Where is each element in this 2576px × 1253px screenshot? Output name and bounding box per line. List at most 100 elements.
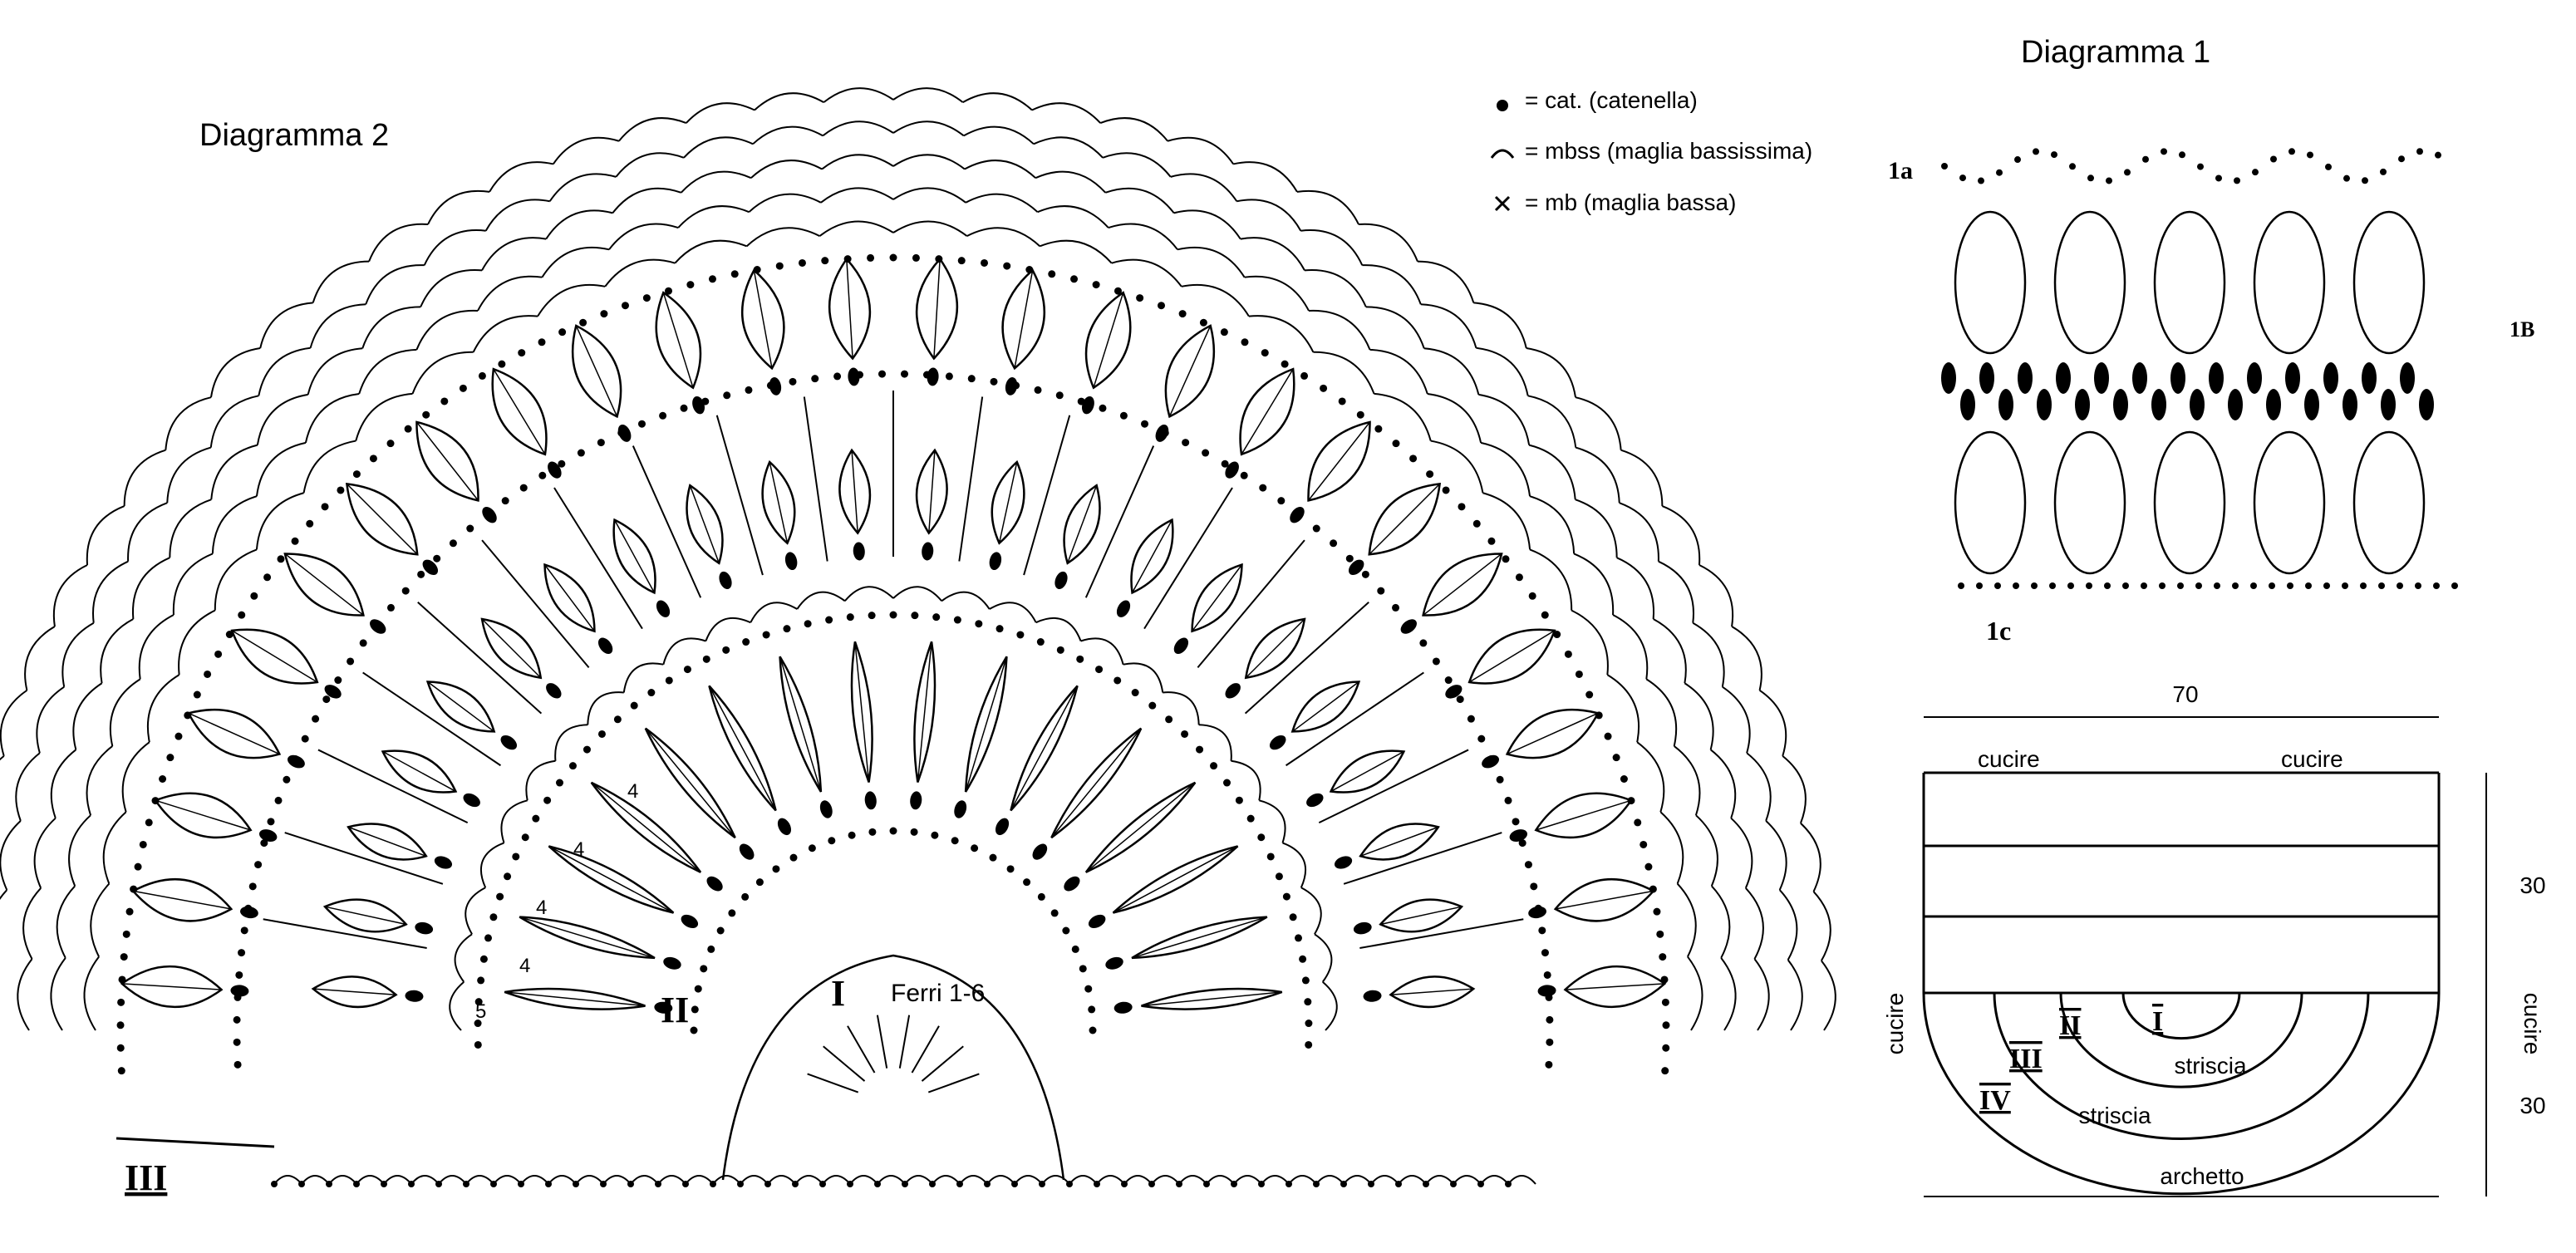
scallop-arc — [36, 685, 65, 754]
filled-stitch — [1979, 362, 1994, 394]
scallop-arc — [1423, 347, 1480, 396]
chain-dot — [1656, 930, 1664, 938]
chain-dot — [951, 837, 959, 845]
scallop-arc — [1240, 237, 1305, 271]
chain-dot — [2378, 582, 2385, 589]
scallop-arc — [1313, 351, 1375, 395]
chain-dot — [2177, 582, 2184, 589]
scallop-arc — [1746, 752, 1772, 822]
legend-item-chain: = cat. (catenella) — [1525, 87, 1698, 113]
chain-dot — [637, 420, 646, 428]
scallop-arc — [554, 724, 588, 761]
diagram-1-title: Diagramma 1 — [2021, 35, 2210, 70]
base-dot — [1477, 1181, 1484, 1187]
chain-dot — [238, 611, 246, 619]
chain-dot — [1275, 872, 1283, 881]
chain-dot — [277, 555, 285, 563]
chain-dot — [1037, 892, 1045, 901]
chain-dot — [911, 612, 919, 620]
scallop-arc — [1322, 981, 1338, 1031]
chain-dot — [1305, 1020, 1313, 1028]
scallop-arc — [1420, 303, 1477, 349]
stitch-line — [1143, 487, 1233, 630]
base-arc — [1261, 1175, 1290, 1185]
scallop-arc — [1759, 689, 1787, 757]
base-dot — [847, 1181, 853, 1187]
chain-dot — [116, 1044, 125, 1052]
scallop-arc — [615, 152, 685, 178]
scallop-arc — [1173, 209, 1241, 240]
chain-dot — [2161, 148, 2167, 155]
chain-dot — [2252, 169, 2259, 176]
chain-dot — [723, 391, 731, 400]
chain-dot — [1016, 631, 1025, 639]
chain-dot — [889, 611, 897, 619]
base-arc — [1151, 1175, 1180, 1185]
base-arc — [932, 1175, 961, 1185]
chain-dot — [2033, 148, 2039, 155]
chain-dot — [512, 853, 520, 861]
base-arc — [301, 1175, 330, 1185]
scallop-arc — [1473, 302, 1527, 349]
chain-dot — [642, 294, 651, 302]
scallop-arc — [1722, 685, 1751, 754]
scallop-arc — [1035, 617, 1082, 641]
scallop-arc — [92, 560, 129, 623]
scallop-arc — [481, 237, 547, 271]
ring-II-label: II — [2059, 1010, 2081, 1041]
scallop-arc — [1308, 309, 1371, 351]
scallop-arc — [68, 814, 91, 887]
petal-motif — [491, 367, 562, 479]
scallop-arc — [683, 136, 754, 159]
chain-dot — [1502, 555, 1510, 563]
scallop-arc — [1236, 199, 1302, 232]
chain-dot — [1653, 907, 1661, 916]
chain-dot — [1458, 503, 1466, 511]
chain-dot — [1088, 1005, 1096, 1014]
scallop-arc — [259, 302, 313, 349]
scallop-arc — [1653, 618, 1687, 684]
chain-dot — [1136, 294, 1144, 302]
stitch-line — [481, 539, 590, 668]
petal-motif — [915, 448, 948, 561]
base-arc — [877, 1175, 906, 1185]
chain-dot — [1472, 519, 1481, 528]
chain-dot — [1662, 1044, 1670, 1052]
chain-dot — [1541, 611, 1549, 619]
chain-dot — [1545, 1060, 1553, 1069]
scallop-arc — [1571, 609, 1609, 676]
filled-stitch — [2381, 389, 2396, 420]
chain-dot — [2342, 582, 2348, 589]
chain-dot — [291, 537, 299, 545]
scallop-arc — [963, 125, 1035, 145]
base-dot — [518, 1181, 524, 1187]
chain-dot — [1056, 646, 1064, 654]
scallop-arc — [83, 956, 100, 1031]
row-1c-label: 1c — [1986, 616, 2011, 646]
base-arc — [1096, 1175, 1125, 1185]
petal-motif — [954, 656, 1008, 818]
base-arc — [904, 1175, 933, 1185]
scallop-arc — [1620, 449, 1664, 507]
chain-dot — [1202, 449, 1210, 457]
arc-icon — [1490, 149, 1515, 159]
chain-dot — [274, 796, 283, 804]
scallop-arc — [358, 348, 417, 395]
base-dot — [1313, 1181, 1320, 1187]
chain-dot — [1240, 471, 1248, 479]
scallop-arc — [964, 160, 1036, 179]
filled-stitch — [2228, 389, 2243, 420]
chain-dot — [2051, 151, 2057, 159]
scallop-arc — [309, 303, 366, 349]
chain-dot — [2106, 177, 2112, 184]
scallop-arc — [255, 441, 307, 497]
petal-motif — [1269, 681, 1361, 750]
half-ring — [2121, 992, 2241, 1040]
scallop-arc — [1698, 564, 1734, 627]
filled-stitch — [2285, 362, 2300, 394]
centre-stitch — [911, 1025, 940, 1074]
base-dot — [1505, 1181, 1512, 1187]
chain-rows — [116, 253, 1670, 1075]
scallop-arc — [750, 602, 798, 623]
base-arc — [630, 1175, 659, 1185]
